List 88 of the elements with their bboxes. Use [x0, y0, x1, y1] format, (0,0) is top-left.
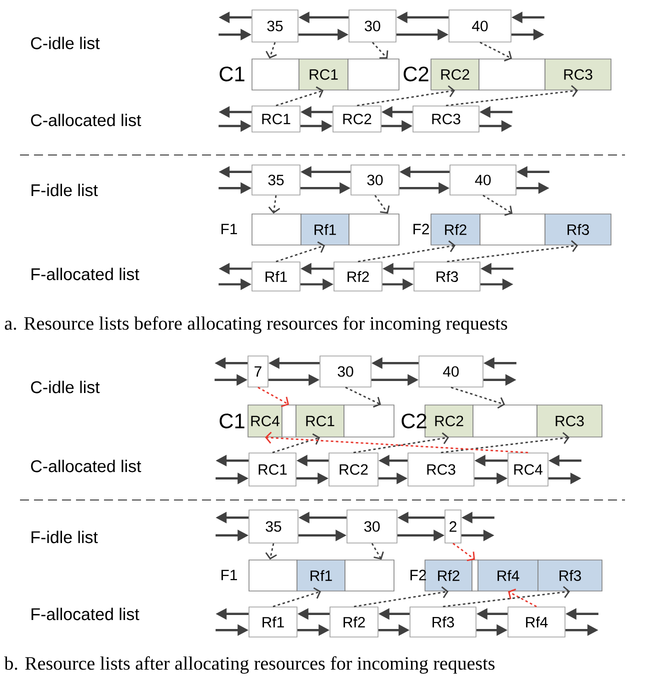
list-node-box: 30	[348, 10, 396, 42]
memory-cell	[348, 214, 400, 246]
dashed-arrow	[265, 543, 277, 560]
list-node-box: Rf4	[508, 606, 566, 638]
dashed-arrow	[508, 588, 537, 608]
memory-cell	[348, 58, 400, 90]
dashed-arrow	[265, 432, 528, 454]
memory-cell: RC1	[296, 404, 344, 438]
memory-cell: RC3	[544, 58, 612, 90]
core-label: F2	[414, 224, 429, 234]
list-node-box: 35	[252, 10, 298, 42]
list-node-box: 35	[248, 510, 298, 544]
list-node-box: RC1	[248, 452, 296, 486]
memory-cell: RC2	[430, 58, 480, 90]
dashed-arrow	[272, 433, 320, 454]
memory-cell: Rf2	[430, 214, 480, 246]
core-label: F1	[222, 224, 237, 234]
core-label: C1	[220, 414, 244, 428]
list-node-box: Rf1	[252, 262, 300, 292]
list-node-box: RC1	[252, 106, 300, 132]
dashed-arrow	[442, 586, 570, 608]
memory-cell: Rf2	[424, 560, 472, 592]
list-node-box: Rf3	[410, 606, 476, 638]
list-node-box: 35	[252, 164, 300, 196]
core-label: C1	[220, 66, 244, 82]
memory-cell: Rf4	[478, 560, 538, 592]
memory-cell	[472, 404, 538, 438]
memory-cell	[248, 560, 298, 592]
dashed-arrow	[372, 42, 388, 59]
dashed-arrow	[446, 85, 578, 106]
list-node-box: Rf2	[334, 262, 382, 292]
list-node-box: 7	[248, 356, 268, 388]
core-label: C2	[404, 66, 428, 82]
memory-cell: RC3	[536, 404, 602, 438]
list-node-box: 40	[418, 356, 484, 388]
list-node-box: 30	[350, 164, 400, 196]
caption: a. Resource lists before allocating resources for incoming requests	[4, 316, 508, 334]
list-label: C-idle list	[31, 380, 100, 394]
list-node-box: RC3	[412, 106, 480, 132]
core-label: C2	[402, 414, 426, 428]
memory-cell	[252, 214, 302, 246]
list-node-box: RC2	[328, 452, 378, 486]
list-node-box: 30	[320, 356, 372, 388]
dashed-arrow	[268, 195, 280, 214]
memory-cell	[344, 560, 394, 592]
list-node-box: Rf3	[414, 262, 480, 292]
memory-cell: RC4	[248, 404, 282, 438]
memory-cell: Rf1	[300, 214, 350, 246]
dashed-arrow	[374, 194, 390, 214]
dashed-arrow	[258, 386, 289, 408]
list-label: C-allocated list	[31, 114, 142, 126]
list-label: F-allocated list	[32, 268, 140, 280]
core-label: F1	[222, 570, 237, 580]
memory-cell: Rf3	[538, 560, 602, 592]
dashed-arrow	[266, 42, 277, 59]
core-label: F2	[410, 570, 426, 580]
dashed-arrow	[446, 240, 578, 262]
list-node-box: 40	[448, 10, 512, 42]
memory-cell	[480, 214, 546, 246]
list-node-box: 40	[450, 164, 516, 196]
dashed-arrow	[358, 240, 456, 262]
list-label: F-allocated list	[32, 608, 140, 620]
memory-cell: Rf1	[296, 560, 346, 592]
list-label: F-idle list	[32, 184, 98, 196]
list-node-box: Rf2	[330, 606, 378, 638]
caption: b. Resource lists after allocating resources for incoming requests	[4, 656, 495, 674]
memory-cell	[472, 560, 478, 592]
list-label: F-idle list	[32, 530, 98, 544]
memory-cell	[282, 404, 296, 438]
dashed-arrow	[371, 543, 384, 560]
memory-cell	[344, 404, 394, 438]
memory-cell	[478, 58, 546, 90]
list-node-box: RC2	[332, 106, 382, 132]
memory-cell: Rf3	[544, 214, 612, 246]
list-label: C-allocated list	[31, 460, 142, 472]
list-label: C-idle list	[31, 36, 100, 50]
dashed-arrow	[480, 42, 512, 62]
list-node-box: 30	[346, 510, 398, 544]
list-node-box: RC3	[408, 452, 474, 486]
dashed-arrow	[440, 432, 570, 454]
memory-cell	[252, 58, 300, 90]
list-node-box: 2	[444, 510, 462, 544]
dashed-arrow	[353, 432, 449, 454]
list-node-box: Rf1	[248, 606, 298, 638]
memory-cell: RC1	[298, 58, 348, 90]
dashed-arrow	[452, 542, 475, 562]
list-node-box: RC4	[508, 452, 548, 486]
dashed-arrow	[482, 194, 512, 216]
